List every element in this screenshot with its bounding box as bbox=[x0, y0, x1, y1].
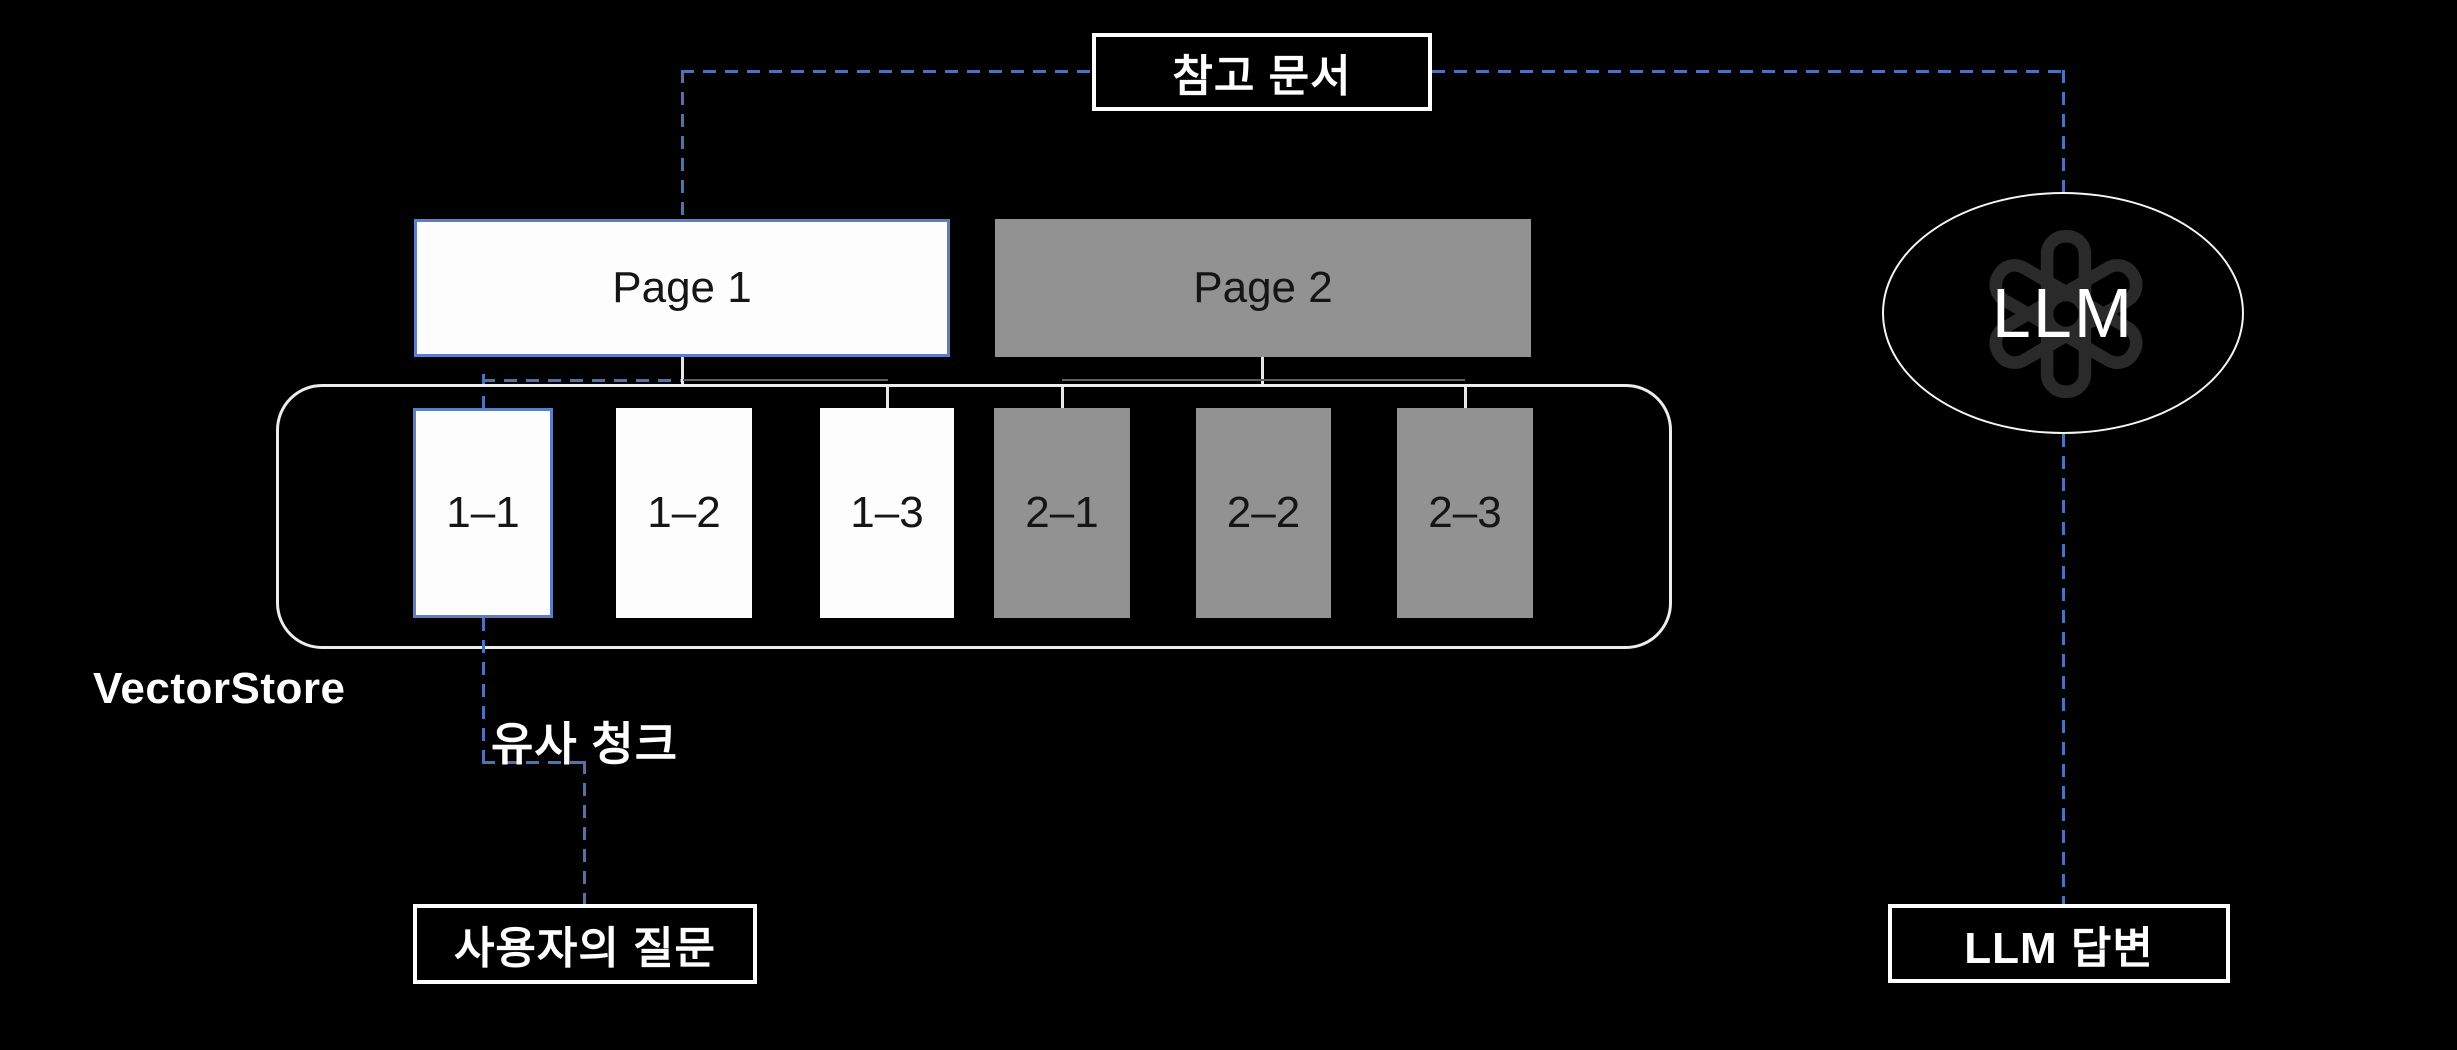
llm-answer-box: LLM 답변 bbox=[1888, 904, 2230, 983]
vector-store-label: VectorStore bbox=[93, 664, 346, 713]
connector-page2-to-store bbox=[1261, 357, 1264, 386]
similar-chunk-label: 유사 청크 bbox=[491, 718, 679, 770]
dashed-connector-similar-chunk-horizontal bbox=[482, 761, 586, 764]
llm-node: LLM bbox=[1882, 192, 2244, 434]
dashed-connector-refdoc-to-llm-horizontal bbox=[1432, 70, 2063, 73]
dashed-connector-llm-to-answer bbox=[2062, 434, 2065, 904]
vector-store-container bbox=[276, 384, 1672, 649]
openai-logo-icon bbox=[1989, 230, 2143, 398]
dashed-connector-refdoc-to-page1-horizontal bbox=[681, 70, 1092, 73]
llm-answer-label: LLM 답변 bbox=[1964, 923, 2154, 973]
connector-page2-distributor bbox=[1062, 379, 1465, 381]
user-question-label: 사용자의 질문 bbox=[453, 924, 717, 973]
chunk-2-3: 2–3 bbox=[1397, 408, 1533, 618]
connector-stub-chunk-1-3 bbox=[886, 385, 889, 408]
user-question-box: 사용자의 질문 bbox=[413, 904, 757, 984]
page-2-label: Page 2 bbox=[1193, 263, 1333, 312]
connector-stub-chunk-2-1 bbox=[1061, 385, 1064, 408]
page-1-box: Page 1 bbox=[414, 219, 950, 357]
chunk-1-2-label: 1–2 bbox=[647, 488, 721, 537]
chunk-1-3: 1–3 bbox=[820, 408, 954, 618]
dashed-connector-refdoc-to-page1-vertical bbox=[681, 70, 684, 219]
chunk-2-2: 2–2 bbox=[1196, 408, 1331, 618]
chunk-2-2-label: 2–2 bbox=[1226, 488, 1301, 537]
llm-label: LLM bbox=[1991, 274, 2135, 352]
dashed-stub-chunk11-top bbox=[482, 374, 485, 408]
chunk-1-1-label: 1–1 bbox=[446, 488, 520, 537]
chunk-2-3-label: 2–3 bbox=[1428, 488, 1502, 537]
reference-doc-label: 참고 문서 bbox=[1172, 52, 1352, 101]
chunk-2-1-label: 2–1 bbox=[1025, 488, 1099, 537]
connector-page1-distributor bbox=[683, 379, 888, 381]
chunk-1-1: 1–1 bbox=[413, 408, 553, 618]
dashed-connector-to-user-question bbox=[583, 761, 586, 904]
chunk-1-2: 1–2 bbox=[616, 408, 752, 618]
page-1-label: Page 1 bbox=[612, 263, 752, 312]
page-2-box: Page 2 bbox=[995, 219, 1531, 357]
chunk-1-3-label: 1–3 bbox=[850, 488, 924, 537]
chunk-2-1: 2–1 bbox=[994, 408, 1130, 618]
dashed-connector-page1-to-chunk11 bbox=[482, 379, 681, 382]
connector-stub-chunk-2-3 bbox=[1464, 385, 1467, 408]
dashed-connector-chunk11-down bbox=[482, 618, 485, 761]
connector-page1-to-store bbox=[681, 357, 684, 386]
dashed-connector-refdoc-to-llm-vertical bbox=[2062, 70, 2065, 192]
reference-doc-box: 참고 문서 bbox=[1092, 33, 1432, 111]
